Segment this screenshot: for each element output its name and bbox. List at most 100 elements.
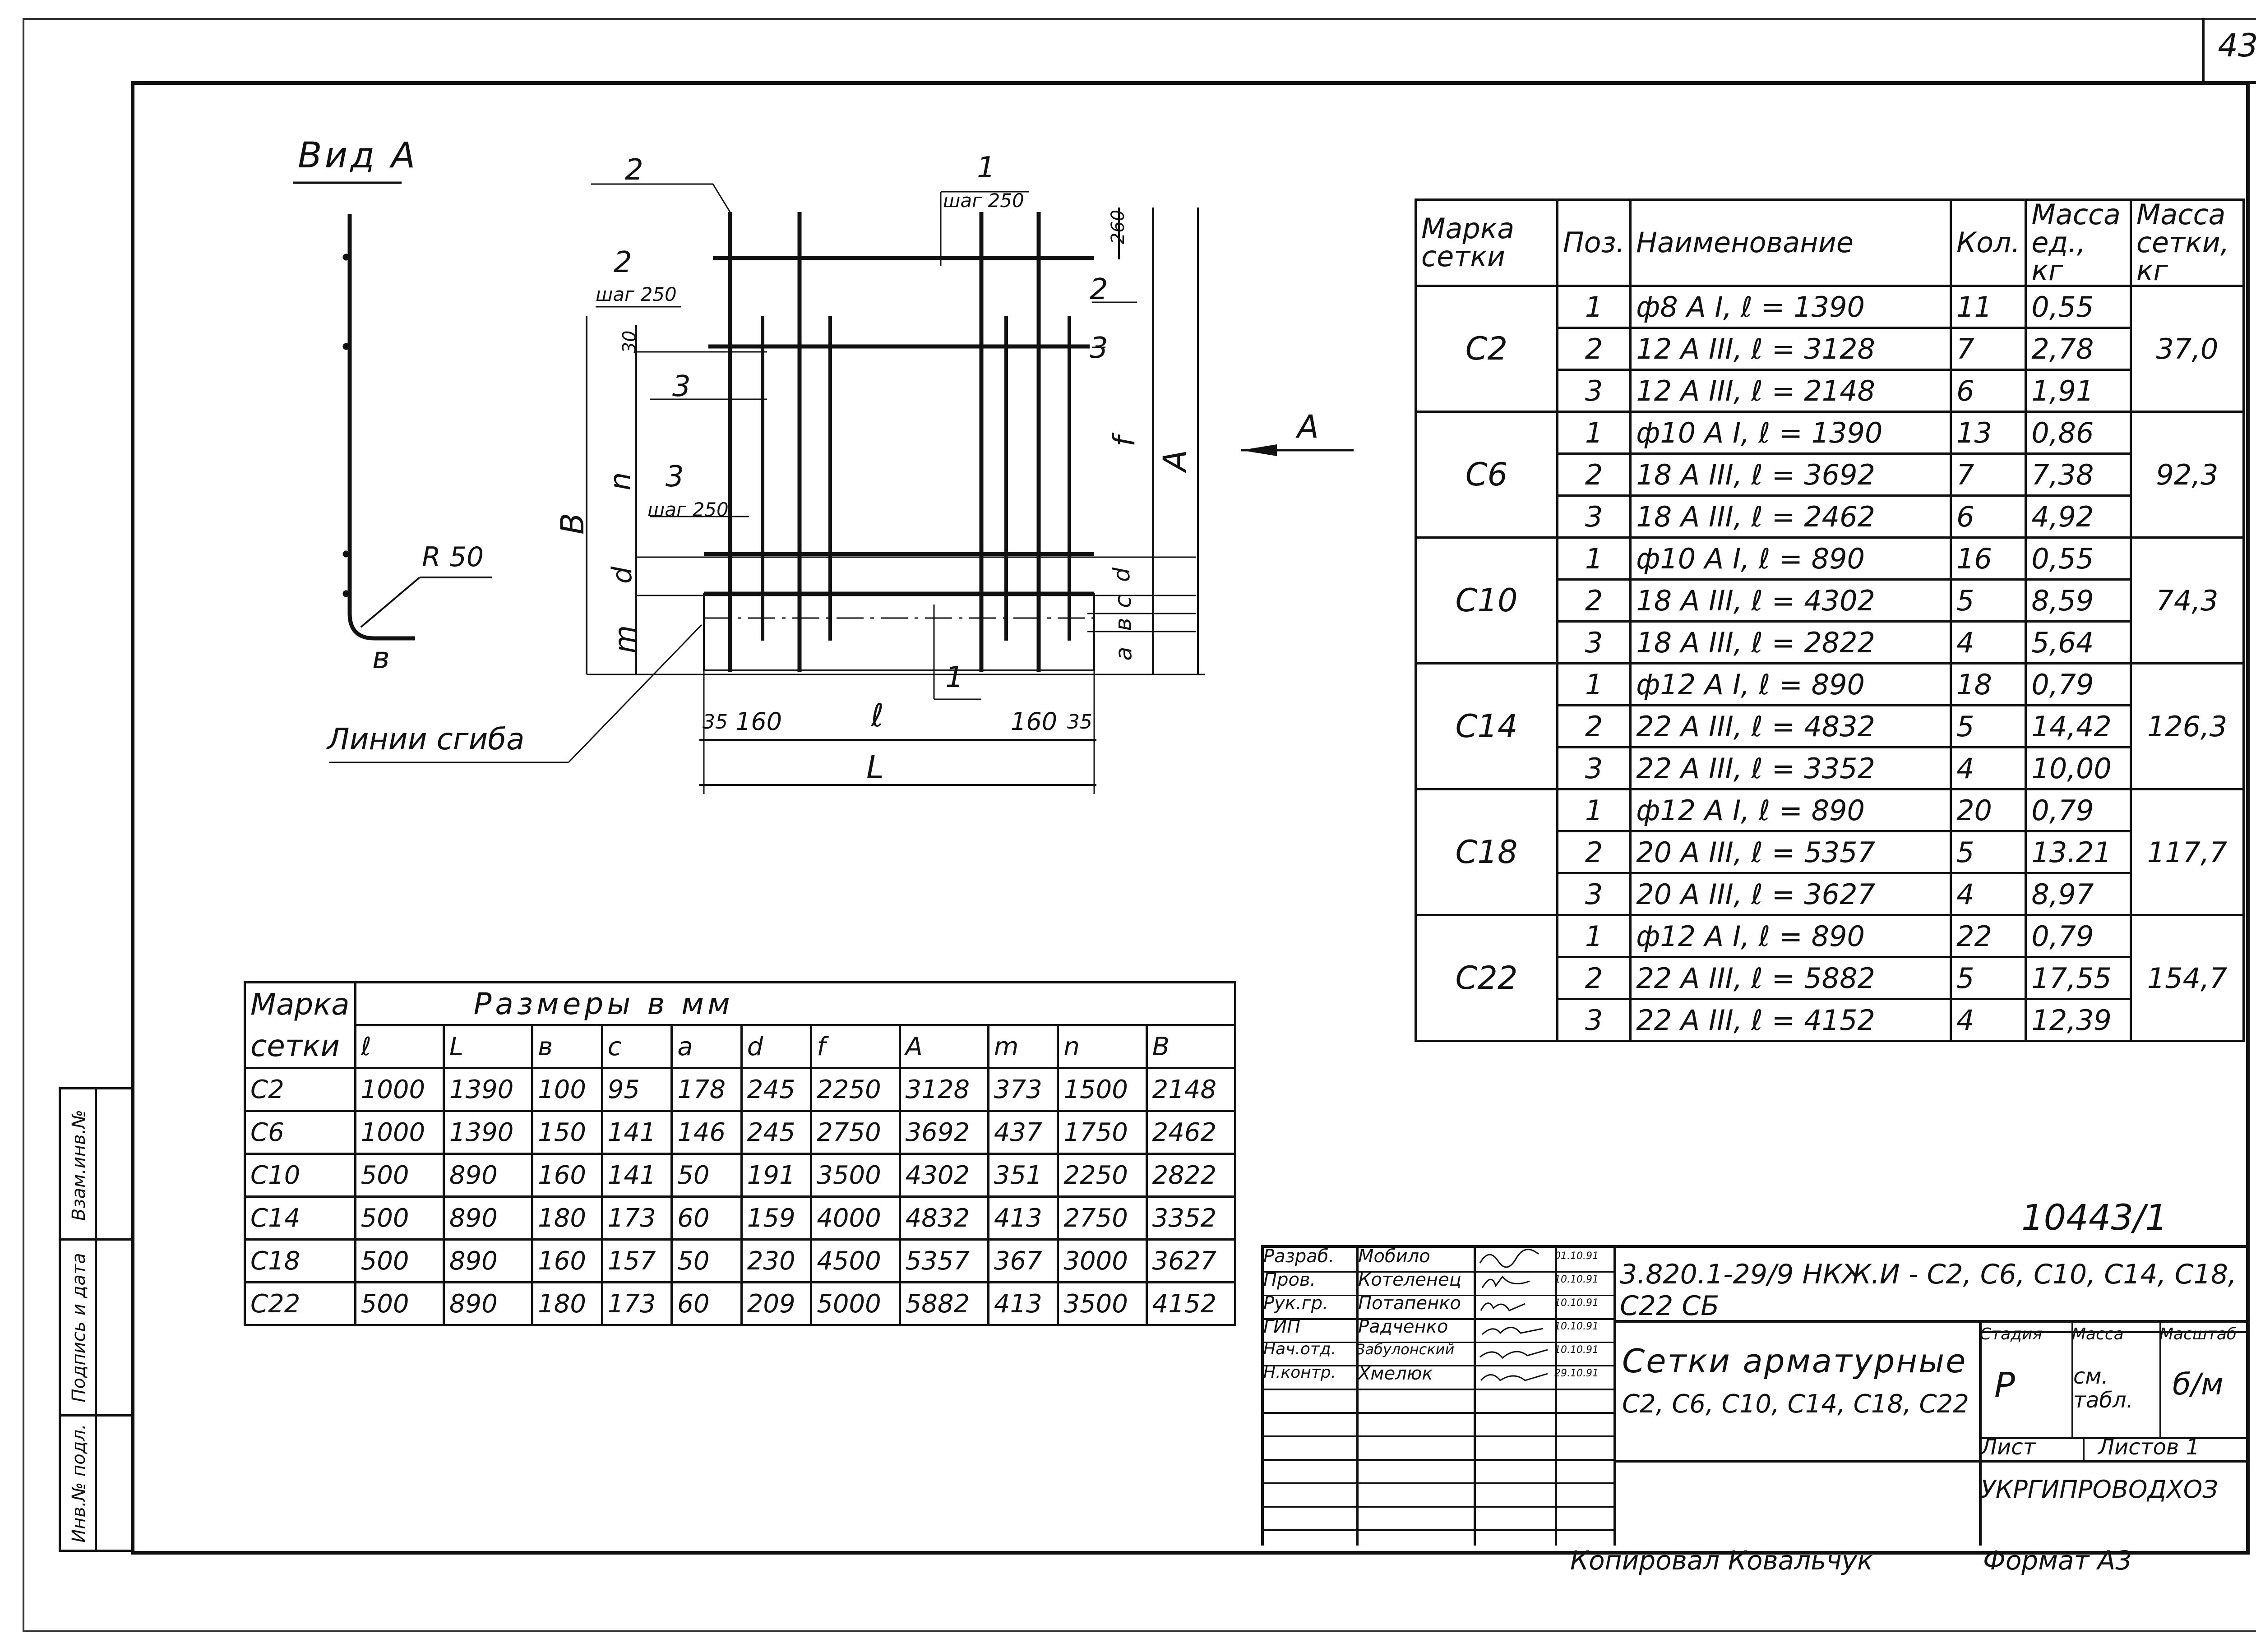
spec-header-pos: Поз.: [1556, 198, 1632, 287]
dim-label: 260: [1108, 209, 1129, 245]
staff-name: Забулонский: [1356, 1341, 1455, 1358]
spec-name: 18 А III, ℓ = 2462: [1629, 494, 1952, 539]
dims-col-header: ℓ: [354, 1024, 445, 1069]
spec-unit-mass: 4,92: [2025, 494, 2132, 539]
table-row: 2 12 А III, ℓ = 3128 7 2,78: [1416, 327, 2244, 371]
spec-pos: 1: [1556, 285, 1632, 329]
dims-cell: 890: [442, 1195, 534, 1241]
dims-cell: 2250: [810, 1067, 901, 1112]
dims-cell: 3128: [898, 1067, 989, 1112]
dims-cell: 157: [601, 1238, 673, 1283]
dims-cell: 2148: [1145, 1067, 1237, 1112]
dims-cell: 437: [987, 1110, 1059, 1155]
staff-name: Котеленец: [1358, 1269, 1461, 1290]
table-row: С2 1 ф8 А I, ℓ = 1390 11 0,55 37,0: [1414, 285, 2245, 413]
spec-name: 18 А III, ℓ = 3692: [1629, 452, 1952, 497]
spec-unit-mass: 10,00: [2025, 746, 2132, 790]
spec-header-mark: Марка сетки: [1414, 198, 1559, 287]
spec-qty: 5: [1950, 578, 2027, 623]
spec-header-unit-mass: Масса ед., кг: [2025, 198, 2132, 287]
spec-name: 22 А III, ℓ = 4152: [1629, 998, 1952, 1042]
spec-name: 12 А III, ℓ = 3128: [1629, 327, 1952, 371]
dims-cell: 1390: [442, 1110, 534, 1155]
spec-pos: 2: [1556, 830, 1632, 874]
staff-date: 10.10.91: [1554, 1274, 1599, 1285]
dims-cell: 2750: [1057, 1195, 1148, 1241]
dims-cell: С14: [244, 1195, 356, 1241]
dim-label: d: [606, 566, 638, 584]
step-label: шаг 250: [943, 189, 1024, 212]
spec-mesh-mass: 126,3: [2129, 662, 2245, 790]
signatures: [1479, 1249, 1548, 1382]
view-a-title: Вид А: [298, 135, 418, 176]
view-arrow-label: А: [1297, 408, 1319, 445]
spec-mesh-mass: 154,7: [2129, 914, 2245, 1042]
spec-pos: 3: [1556, 494, 1632, 539]
dims-col-header: m: [987, 1024, 1059, 1069]
spec-unit-mass: 5,64: [2025, 620, 2132, 664]
dims-cell: 95: [601, 1067, 673, 1112]
spec-name: ф8 А I, ℓ = 1390: [1629, 285, 1952, 329]
spec-pos: 2: [1556, 327, 1632, 371]
dims-cell: 159: [740, 1195, 813, 1241]
dims-mark-header: Марка: [244, 981, 356, 1025]
spec-pos: 3: [1556, 620, 1632, 664]
table-row: 3 22 А III, ℓ = 3352 4 10,00: [1416, 746, 2244, 790]
dims-col-header: n: [1057, 1024, 1148, 1069]
pos-label: 3: [1090, 332, 1108, 365]
sheet-label: Лист: [1981, 1435, 2036, 1460]
spec-pos: 1: [1556, 914, 1632, 958]
staff-name: Потапенко: [1358, 1293, 1461, 1314]
dims-cell: 178: [670, 1067, 743, 1112]
dims-cell: 160: [531, 1153, 603, 1198]
spec-unit-mass: 0,55: [2025, 536, 2132, 581]
spec-qty: 5: [1950, 956, 2027, 1000]
dim-label: 160: [1011, 707, 1058, 736]
signature-1: [1479, 1249, 1539, 1268]
dim-label: В: [554, 512, 592, 535]
spec-pos: 3: [1556, 872, 1632, 916]
spec-unit-mass: 12,39: [2025, 998, 2132, 1042]
spec-pos: 3: [1556, 369, 1632, 413]
spec-pos: 3: [1556, 998, 1632, 1042]
spec-qty: 5: [1950, 704, 2027, 748]
table-row: 3 18 А III, ℓ = 2822 4 5,64: [1416, 620, 2244, 664]
dims-col-header: f: [810, 1024, 901, 1069]
spec-name: 12 А III, ℓ = 2148: [1629, 369, 1952, 413]
spec-name: 20 А III, ℓ = 5357: [1629, 830, 1952, 874]
spec-qty: 4: [1950, 998, 2027, 1042]
spec-header-mesh-mass: Масса сетки, кг: [2129, 198, 2245, 287]
dims-cell: 4152: [1145, 1281, 1237, 1326]
staff-name: Хмелюк: [1358, 1363, 1433, 1384]
spec-qty: 7: [1950, 327, 2027, 371]
dims-cell: 367: [987, 1238, 1059, 1283]
table-row: 3 20 А III, ℓ = 3627 4 8,97: [1416, 872, 2244, 916]
dims-col-header: a: [670, 1024, 743, 1069]
dim-label: L: [866, 749, 884, 786]
dims-cell: 2750: [810, 1110, 901, 1155]
staff-role: Пров.: [1263, 1269, 1316, 1290]
signature-5: [1479, 1349, 1548, 1359]
table-row: 3 22 А III, ℓ = 4152 4 12,39: [1416, 998, 2244, 1042]
spec-mesh-mass: 74,3: [2129, 536, 2245, 664]
signature-4: [1481, 1327, 1544, 1335]
dim-label: 35: [1067, 711, 1092, 734]
dims-cell: 230: [740, 1238, 813, 1283]
staff-name: Мобило: [1358, 1246, 1430, 1267]
sheet-format: Формат А3: [1983, 1545, 2132, 1576]
spec-unit-mass: 13.21: [2025, 830, 2132, 874]
dims-mark-header: сетки: [244, 1025, 356, 1069]
dims-cell: 50: [670, 1238, 743, 1283]
dims-cell: 5357: [898, 1238, 989, 1283]
staff-role: Разраб.: [1263, 1246, 1335, 1267]
dims-cell: С18: [244, 1238, 356, 1283]
spec-qty: 4: [1950, 746, 2027, 790]
spec-unit-mass: 17,55: [2025, 956, 2132, 1000]
dims-cell: 3500: [1057, 1281, 1148, 1326]
signature-3: [1480, 1302, 1526, 1311]
dims-cell: 191: [740, 1153, 813, 1198]
staff-date: 10.10.91: [1554, 1297, 1599, 1309]
dims-cell: 245: [740, 1067, 813, 1112]
page-number: 43: [2218, 27, 2256, 64]
dims-cell: 1000: [354, 1067, 445, 1112]
